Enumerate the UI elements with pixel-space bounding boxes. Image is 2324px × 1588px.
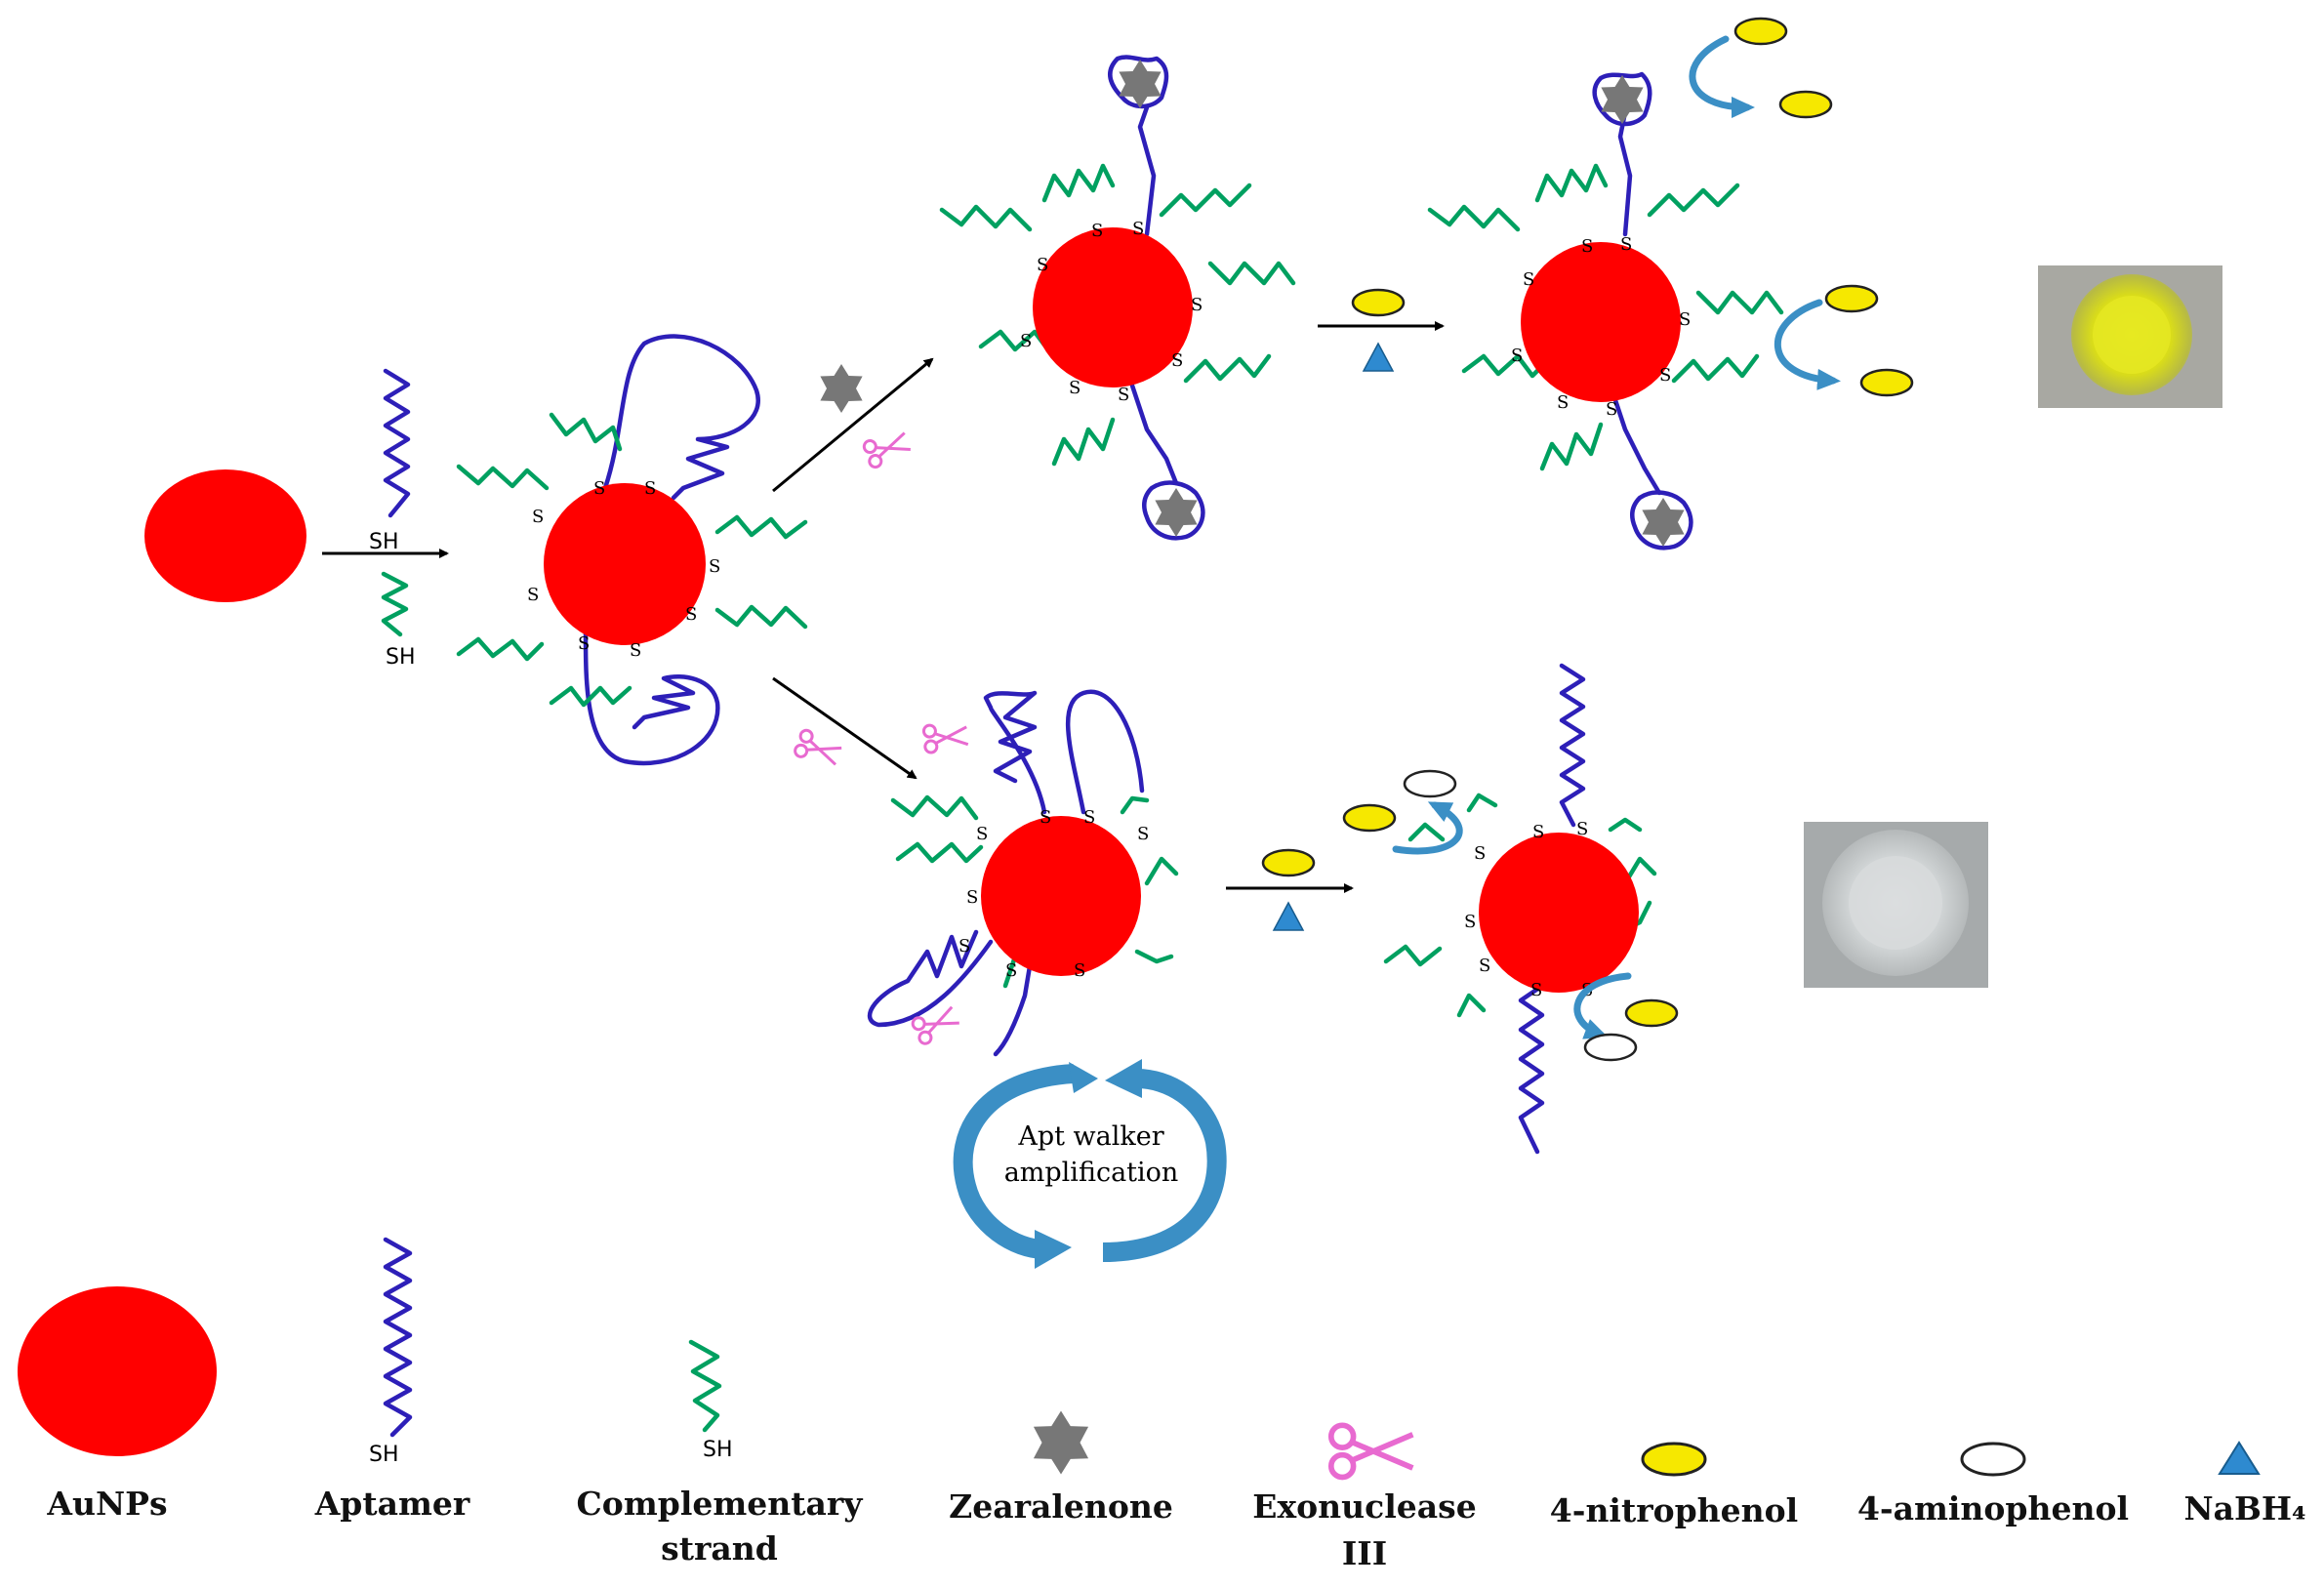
svg-text:S: S: [1132, 219, 1144, 239]
legend-aminophenol-label: 4-aminophenol: [1857, 1489, 2129, 1527]
complementary-strand-reagent: [381, 571, 409, 637]
legend-star-icon: [1033, 1410, 1089, 1475]
svg-text:S: S: [1523, 269, 1534, 290]
legend-aminophenol-icon: [1960, 1442, 2026, 1477]
legend-aptamer-sh: SH: [369, 1443, 399, 1467]
legend-zearalenone-label: Zearalenone: [949, 1487, 1173, 1526]
svg-text:S: S: [958, 936, 970, 957]
svg-text:S: S: [1659, 365, 1671, 386]
svg-text:S: S: [1191, 295, 1203, 315]
svg-text:S: S: [1118, 385, 1129, 405]
legend-aunps-label: AuNPs: [46, 1485, 167, 1523]
svg-text:S: S: [532, 507, 544, 527]
legend-aunp-icon: [18, 1286, 217, 1456]
svg-text:S: S: [1005, 960, 1017, 981]
svg-text:S: S: [527, 585, 539, 605]
curved-arrow-bottom-1: [1392, 801, 1463, 855]
legend-aptamer-icon: [383, 1237, 413, 1438]
svg-text:S: S: [1576, 819, 1588, 839]
nitrophenol-reagent-bottom: [1261, 848, 1316, 877]
sh-label-complementary: SH: [386, 645, 416, 670]
svg-text:S: S: [593, 478, 605, 499]
svg-text:S: S: [1511, 346, 1523, 366]
legend-complementary-icon: [688, 1339, 722, 1433]
aminophenol-bottom-2: [1583, 1033, 1638, 1062]
zearalenone-star-reagent: [820, 364, 863, 413]
curved-arrow-top-2: [1774, 299, 1841, 390]
curved-arrow-bottom-2: [1573, 972, 1632, 1039]
aunp-blocked-catalysis: S S S S S S S S: [1427, 71, 1784, 550]
aunp-bare: [144, 469, 306, 602]
legend-scissors-icon: [1331, 1425, 1413, 1477]
svg-text:S: S: [1679, 309, 1691, 330]
arrow-to-bottom-branch: [772, 676, 917, 780]
svg-text:S: S: [709, 556, 720, 577]
svg-text:S: S: [1074, 960, 1085, 981]
scissors-icon: [909, 1000, 963, 1047]
nabh4-reagent-top: [1362, 342, 1395, 372]
svg-text:S: S: [966, 887, 978, 908]
scissors-icon: [921, 720, 970, 755]
nitrophenol-top-2: [1778, 90, 1833, 119]
legend-complementary-sh: SH: [703, 1438, 733, 1462]
nitrophenol-top-3: [1824, 284, 1879, 313]
nitrophenol-top-1: [1733, 17, 1788, 46]
nitrophenol-top-4: [1859, 368, 1914, 397]
svg-text:S: S: [1479, 956, 1490, 976]
svg-text:S: S: [1040, 807, 1051, 828]
svg-text:S: S: [644, 478, 656, 499]
target-bound-aunp: S S S S S S S S: [939, 55, 1296, 541]
legend-nabh4-label: NaBH₄: [2183, 1489, 2305, 1527]
scissors-icon: [861, 427, 915, 470]
legend-complementary-label-2: strand: [661, 1529, 778, 1568]
sh-label-aptamer: SH: [369, 530, 399, 554]
cycle-label-line1: Apt walker: [1017, 1121, 1163, 1152]
well-photo-yellow: [2038, 265, 2222, 408]
svg-text:S: S: [1137, 824, 1149, 844]
svg-text:S: S: [1464, 912, 1476, 932]
legend-exonuclease-label-2: III: [1342, 1534, 1387, 1572]
scissors-icon: [792, 727, 845, 771]
walker-aunp: S S S S S S S S: [867, 689, 1179, 1057]
nitrophenol-bottom-2: [1624, 998, 1679, 1028]
circular-arrows-icon: [953, 1059, 1227, 1269]
cycle-label-line2: amplification: [1004, 1158, 1179, 1188]
svg-text:S: S: [1606, 399, 1617, 420]
svg-text:S: S: [1020, 331, 1032, 351]
nitrophenol-bottom-1: [1342, 803, 1397, 833]
svg-text:S: S: [685, 604, 697, 625]
nabh4-reagent-bottom: [1272, 901, 1305, 931]
svg-text:S: S: [1171, 350, 1183, 371]
legend-nitrophenol-label: 4-nitrophenol: [1550, 1491, 1798, 1529]
svg-text:S: S: [1069, 378, 1080, 398]
well-photo-clear: [1804, 822, 1988, 988]
nitrophenol-reagent-top: [1351, 288, 1406, 317]
legend-complementary-label-1: Complementary: [577, 1485, 864, 1523]
svg-text:S: S: [1532, 822, 1544, 842]
legend-exonuclease-label-1: Exonuclease: [1252, 1487, 1476, 1526]
svg-text:S: S: [1474, 843, 1486, 864]
curved-arrow-top-1: [1689, 35, 1755, 118]
svg-text:S: S: [1037, 255, 1048, 275]
aminophenol-bottom-1: [1403, 769, 1457, 798]
aptamer-strand-reagent: [383, 368, 411, 518]
functionalized-aunp: S S S S S S S S: [456, 334, 808, 766]
arrow-to-top-branch: [772, 357, 934, 493]
svg-text:S: S: [630, 640, 641, 661]
svg-text:S: S: [1557, 392, 1569, 413]
legend-nitrophenol-icon: [1641, 1442, 1707, 1477]
legend-triangle-icon: [2218, 1441, 2261, 1475]
svg-text:S: S: [1530, 980, 1542, 1000]
legend-aptamer-label: Aptamer: [314, 1485, 470, 1523]
svg-text:S: S: [1581, 236, 1593, 257]
svg-text:S: S: [1083, 807, 1095, 828]
legend: AuNPs SH Aptamer SH Complementary strand…: [18, 1237, 2306, 1572]
svg-text:S: S: [976, 824, 988, 844]
svg-text:S: S: [1620, 234, 1632, 255]
aunp-active-catalysis: S S S S S S S: [1383, 663, 1657, 1155]
svg-text:S: S: [578, 633, 590, 654]
svg-text:S: S: [1091, 221, 1103, 241]
